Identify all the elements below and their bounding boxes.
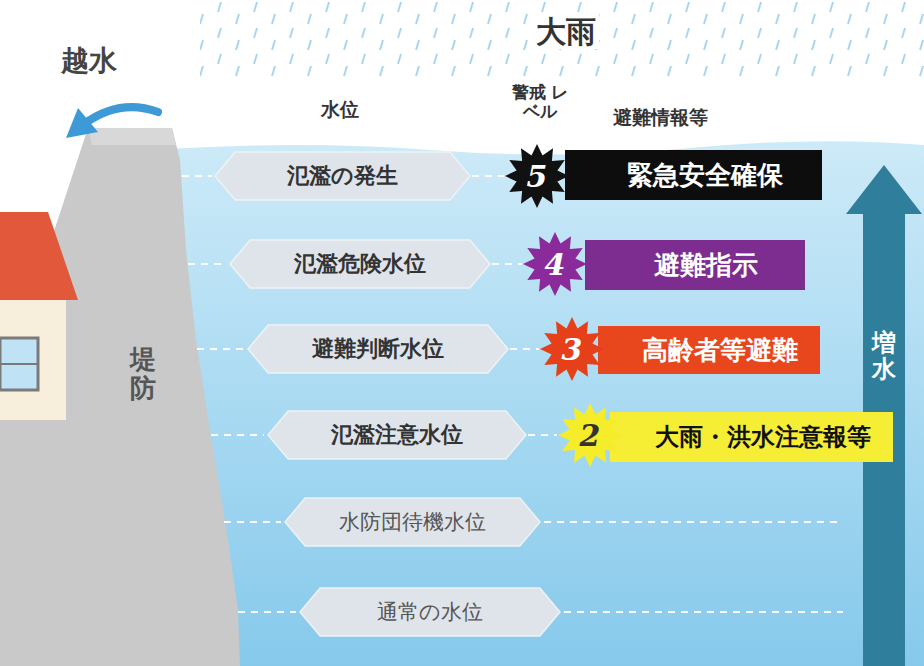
water-level-text: 通常の水位 bbox=[377, 598, 483, 626]
rain-label-box: 大雨 bbox=[533, 14, 599, 49]
starburst-shape bbox=[540, 317, 604, 381]
starburst-shape bbox=[558, 403, 622, 467]
evacuation-info-box: 大雨・洪水注意報等 bbox=[610, 412, 893, 462]
hexagon-fill bbox=[230, 240, 490, 288]
starburst-fill bbox=[523, 232, 587, 296]
level-connector bbox=[528, 434, 557, 436]
water-level-text: 水防団待機水位 bbox=[339, 508, 486, 536]
level-connector bbox=[510, 348, 539, 350]
level-line bbox=[197, 348, 244, 350]
alert-level-badge: 4 bbox=[523, 232, 587, 296]
hexagon-shape bbox=[230, 240, 490, 288]
house-roof bbox=[0, 212, 78, 300]
starburst-fill bbox=[505, 144, 569, 208]
alert-level-badge: 5 bbox=[505, 144, 569, 208]
water-level-tag: 氾濫注意水位 bbox=[268, 411, 526, 459]
starburst-fill bbox=[558, 403, 622, 467]
evacuation-text: 高齢者等避難 bbox=[642, 333, 798, 368]
rain-label: 大雨 bbox=[536, 14, 596, 49]
vertical-label: 堤防 bbox=[130, 345, 156, 402]
levee-label-box: 堤防 bbox=[130, 345, 156, 402]
vertical-label: 増水 bbox=[872, 330, 896, 383]
levee-shape bbox=[0, 128, 240, 666]
hexagon-shape bbox=[248, 325, 508, 373]
overflow-arrowhead bbox=[66, 108, 98, 138]
alert-level-badge: 3 bbox=[540, 317, 604, 381]
evacuation-text: 避難指示 bbox=[654, 248, 758, 283]
column-header: 避難情報等 bbox=[613, 106, 708, 128]
water-level-text: 避難判断水位 bbox=[312, 334, 444, 364]
levee-top bbox=[88, 128, 176, 145]
level-line bbox=[564, 611, 843, 613]
water-level-tag: 水防団待機水位 bbox=[285, 498, 540, 546]
water-level-tag: 通常の水位 bbox=[300, 588, 560, 636]
evacuation-info-box: 高齢者等避難 bbox=[598, 326, 820, 374]
evacuation-text: 大雨・洪水注意報等 bbox=[655, 421, 871, 453]
hexagon-fill bbox=[248, 325, 508, 373]
water-level-text: 氾濫危険水位 bbox=[294, 249, 426, 279]
level-connector bbox=[492, 263, 522, 265]
level-number: 2 bbox=[580, 418, 601, 453]
level-line bbox=[182, 175, 212, 177]
hexagon-shape bbox=[268, 411, 526, 459]
level-line bbox=[188, 263, 226, 265]
starburst-shape bbox=[523, 232, 587, 296]
level-line bbox=[224, 521, 281, 523]
water-level-text: 氾濫の発生 bbox=[287, 161, 398, 191]
hexagon-fill bbox=[215, 152, 470, 200]
water-level-text: 氾濫注意水位 bbox=[331, 420, 463, 450]
house-window bbox=[0, 338, 38, 390]
water-level-tag: 氾濫の発生 bbox=[215, 152, 470, 200]
hexagon-shape bbox=[285, 498, 540, 546]
level-line bbox=[211, 434, 264, 436]
alert-level-badge: 2 bbox=[558, 403, 622, 467]
water-level-tag: 氾濫危険水位 bbox=[230, 240, 490, 288]
column-header-box: 避難情報等 bbox=[610, 106, 711, 129]
evacuation-text: 緊急安全確保 bbox=[627, 158, 783, 193]
hexagon-fill bbox=[285, 498, 540, 546]
water-level-tag: 避難判断水位 bbox=[248, 325, 508, 373]
level-line bbox=[544, 521, 843, 523]
rise-label-box: 増水 bbox=[872, 330, 896, 383]
overflow-label: 越水 bbox=[61, 44, 117, 77]
hexagon-shape bbox=[300, 588, 560, 636]
hexagon-fill bbox=[300, 588, 560, 636]
hexagon-fill bbox=[268, 411, 526, 459]
overflow-label-box: 越水 bbox=[58, 45, 120, 78]
overflow-arrow bbox=[84, 107, 158, 124]
column-header: 警戒 レベル bbox=[512, 82, 569, 121]
house-wall bbox=[0, 300, 66, 420]
level-number: 5 bbox=[527, 159, 548, 194]
hexagon-shape bbox=[215, 152, 470, 200]
starburst-shape bbox=[505, 144, 569, 208]
starburst-fill bbox=[540, 317, 604, 381]
level-connector bbox=[472, 175, 504, 177]
evacuation-info-box: 避難指示 bbox=[585, 240, 805, 290]
column-header-box: 水位 bbox=[318, 98, 362, 121]
window-bar bbox=[0, 363, 38, 365]
rain bbox=[200, 0, 924, 80]
level-number: 3 bbox=[562, 332, 583, 367]
column-header-box: 警戒 レベル bbox=[506, 82, 574, 121]
water-level-lines bbox=[182, 176, 843, 612]
column-header: 水位 bbox=[321, 98, 359, 120]
evacuation-info-box: 緊急安全確保 bbox=[565, 150, 822, 200]
level-number: 4 bbox=[545, 247, 566, 282]
river-water bbox=[150, 141, 924, 666]
rise-arrow bbox=[846, 165, 922, 666]
level-line bbox=[238, 611, 296, 613]
